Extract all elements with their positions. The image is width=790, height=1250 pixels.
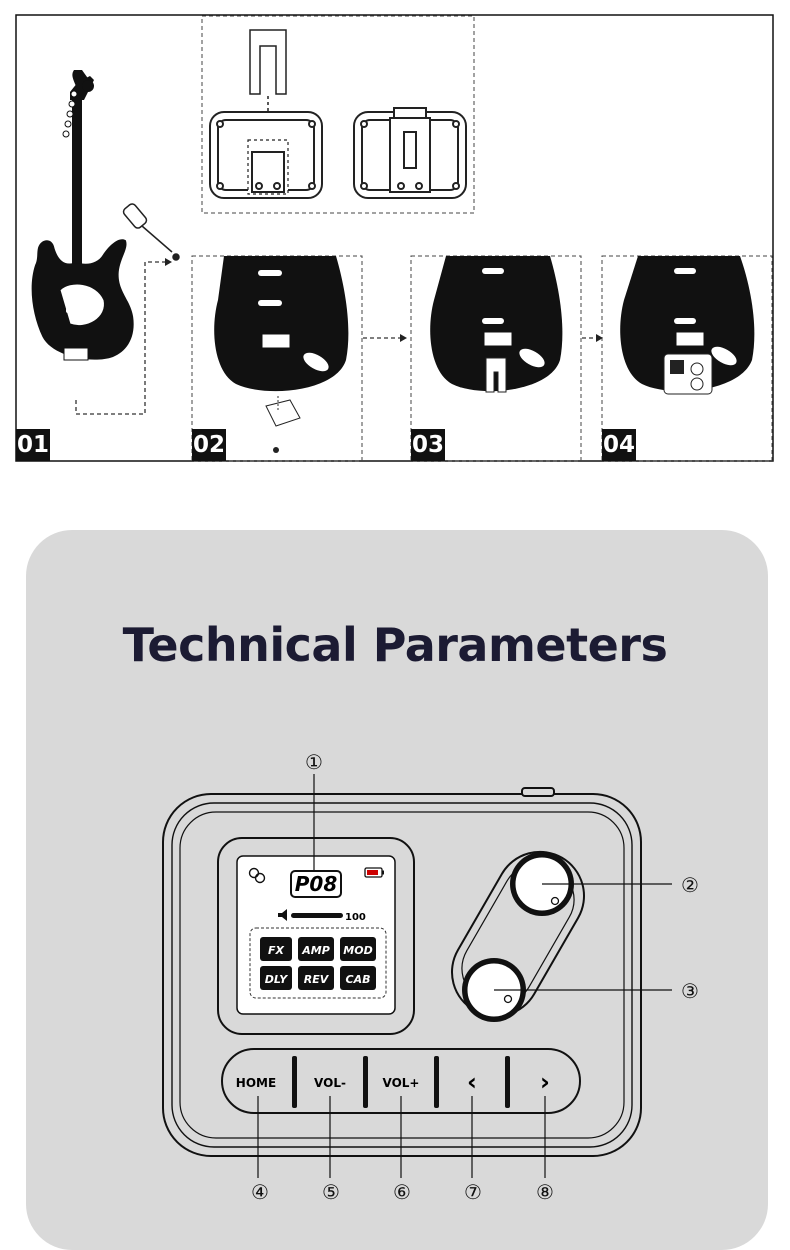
fx-button-label: AMP	[301, 944, 330, 957]
fx-button-mod[interactable]: MOD	[340, 937, 376, 961]
callout-8: ⑧	[536, 1180, 554, 1204]
installation-steps-diagram	[0, 0, 790, 480]
backplate-illustration-2	[354, 108, 466, 198]
fx-button-cab[interactable]: CAB	[340, 966, 376, 990]
callout-7: ⑦	[464, 1180, 482, 1204]
callout-2: ②	[681, 873, 699, 897]
device-diagram: P08 100 FX AMP MOD DLY REV CAB HOME VOL- VOL+…	[0, 740, 790, 1229]
vol-up-button[interactable]: VOL+	[383, 1076, 420, 1090]
backplate-illustration-1	[210, 112, 322, 198]
steps-frame	[16, 15, 773, 461]
fx-button-amp[interactable]: AMP	[298, 937, 334, 961]
next-button[interactable]: ›	[540, 1068, 550, 1096]
fx-button-fx[interactable]: FX	[260, 937, 292, 961]
page-title: Technical Parameters	[0, 618, 790, 672]
guitar-body-step4	[620, 256, 754, 394]
fx-button-label: MOD	[343, 944, 372, 957]
callout-6: ⑥	[393, 1180, 411, 1204]
volume-value: 100	[345, 912, 366, 923]
callout-4: ④	[251, 1180, 269, 1204]
step-label-2: 02	[192, 429, 226, 461]
callout-3: ③	[681, 979, 699, 1003]
device-outline	[163, 794, 641, 1156]
home-button[interactable]: HOME	[236, 1076, 276, 1090]
fx-button-dly[interactable]: DLY	[260, 966, 292, 990]
step-label-1: 01	[16, 429, 50, 461]
step-label-3: 03	[411, 429, 445, 461]
fx-button-label: DLY	[265, 973, 288, 986]
volume-bar	[291, 913, 343, 918]
step-label-4: 04	[602, 429, 636, 461]
prev-button[interactable]: ‹	[467, 1068, 477, 1096]
callout-1: ①	[305, 750, 323, 774]
guitar-body-step3	[430, 256, 562, 392]
fx-button-rev[interactable]: REV	[298, 966, 334, 990]
vol-down-button[interactable]: VOL-	[314, 1076, 346, 1090]
fx-button-label: REV	[304, 973, 330, 986]
fx-button-label: FX	[268, 944, 285, 957]
preset-number: P08	[295, 872, 338, 896]
callout-5: ⑤	[322, 1180, 340, 1204]
fx-button-label: CAB	[346, 973, 371, 986]
